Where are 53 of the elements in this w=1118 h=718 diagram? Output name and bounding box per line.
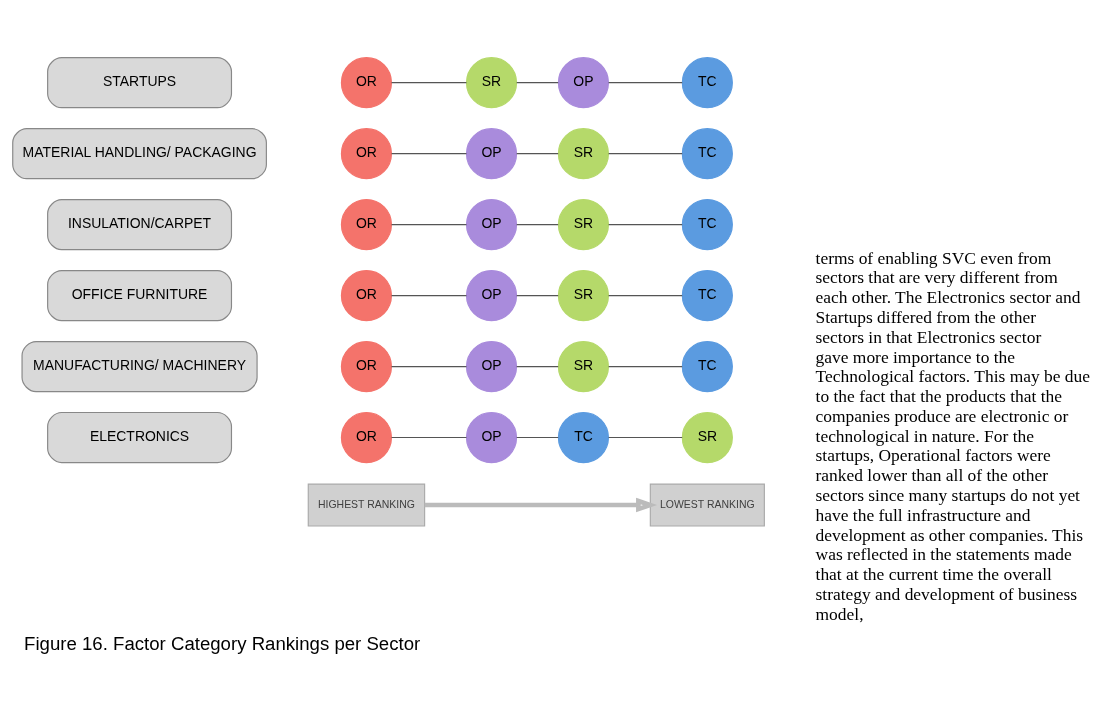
node-box: MATERIAL HANDLING/ PACKAGING [12,128,267,180]
node-circle: SR [557,340,610,393]
connector [608,366,683,368]
node-circle: OR [340,128,393,180]
connector [608,153,683,155]
caption: Figure 16. Factor Category Rankings per Sector [24,632,421,654]
arrow [424,497,658,513]
connector [516,153,559,155]
node-circle: OP [465,199,518,251]
node-circle: TC [681,57,733,109]
connector [516,224,559,226]
connector [608,224,683,226]
node-box: ELECTRONICS [47,411,233,464]
node-circle: OP [465,270,518,322]
node-box: OFFICE FURNITURE [47,270,233,322]
connector [516,295,559,297]
node-circle: TC [681,199,733,251]
node-circle: OR [340,199,393,251]
node-box: STARTUPS [47,57,233,109]
node-circle: OR [340,340,393,393]
connector [608,436,683,439]
node-box: MANUFACTURING/ MACHINERY [21,340,258,393]
node-circle: OR [340,270,393,322]
connector [516,82,559,84]
connector [391,436,468,439]
node-box: HIGHEST RANKING [307,483,426,527]
node-circle: SR [557,199,610,251]
node-circle: SR [557,128,610,180]
node-box: LOWEST RANKING [649,483,765,527]
node-box: INSULATION/CARPET [47,199,233,251]
connector [608,295,683,297]
node-circle: OP [465,340,518,393]
node-circle: TC [681,270,733,322]
node-circle: OP [465,128,518,180]
node-circle: SR [681,411,733,464]
node-circle: SR [557,270,610,322]
node-circle: SR [465,57,518,109]
connector [608,82,683,84]
connector [516,436,559,439]
connector [391,295,468,297]
node-circle: OP [465,411,518,464]
connector [391,153,468,155]
node-circle: TC [681,340,733,393]
node-circle: TC [681,128,733,180]
connector [516,366,559,368]
node-circle: OP [557,57,610,109]
connector [391,224,468,226]
node-circle: OR [340,411,393,464]
connector [391,82,468,84]
connector [391,366,468,368]
node-circle: OR [340,57,393,109]
node-circle: TC [557,411,610,464]
label: terms of enabling SVC even from sectors that are very different from each other. The Electronics sector and Startups differed from the other sectors in that Electronics sector gave more importance to the Technological factors. This may be due to the fact that the products that the companies produce are electronic or technological in nature. For the startups, Operational factors were ranked lower than all of the other sectors since many startups do not yet have the full infrastructure and development as other companies. This was reflected in the statements made that at the current time the overall strategy and development of business model, [815,247,1091,624]
